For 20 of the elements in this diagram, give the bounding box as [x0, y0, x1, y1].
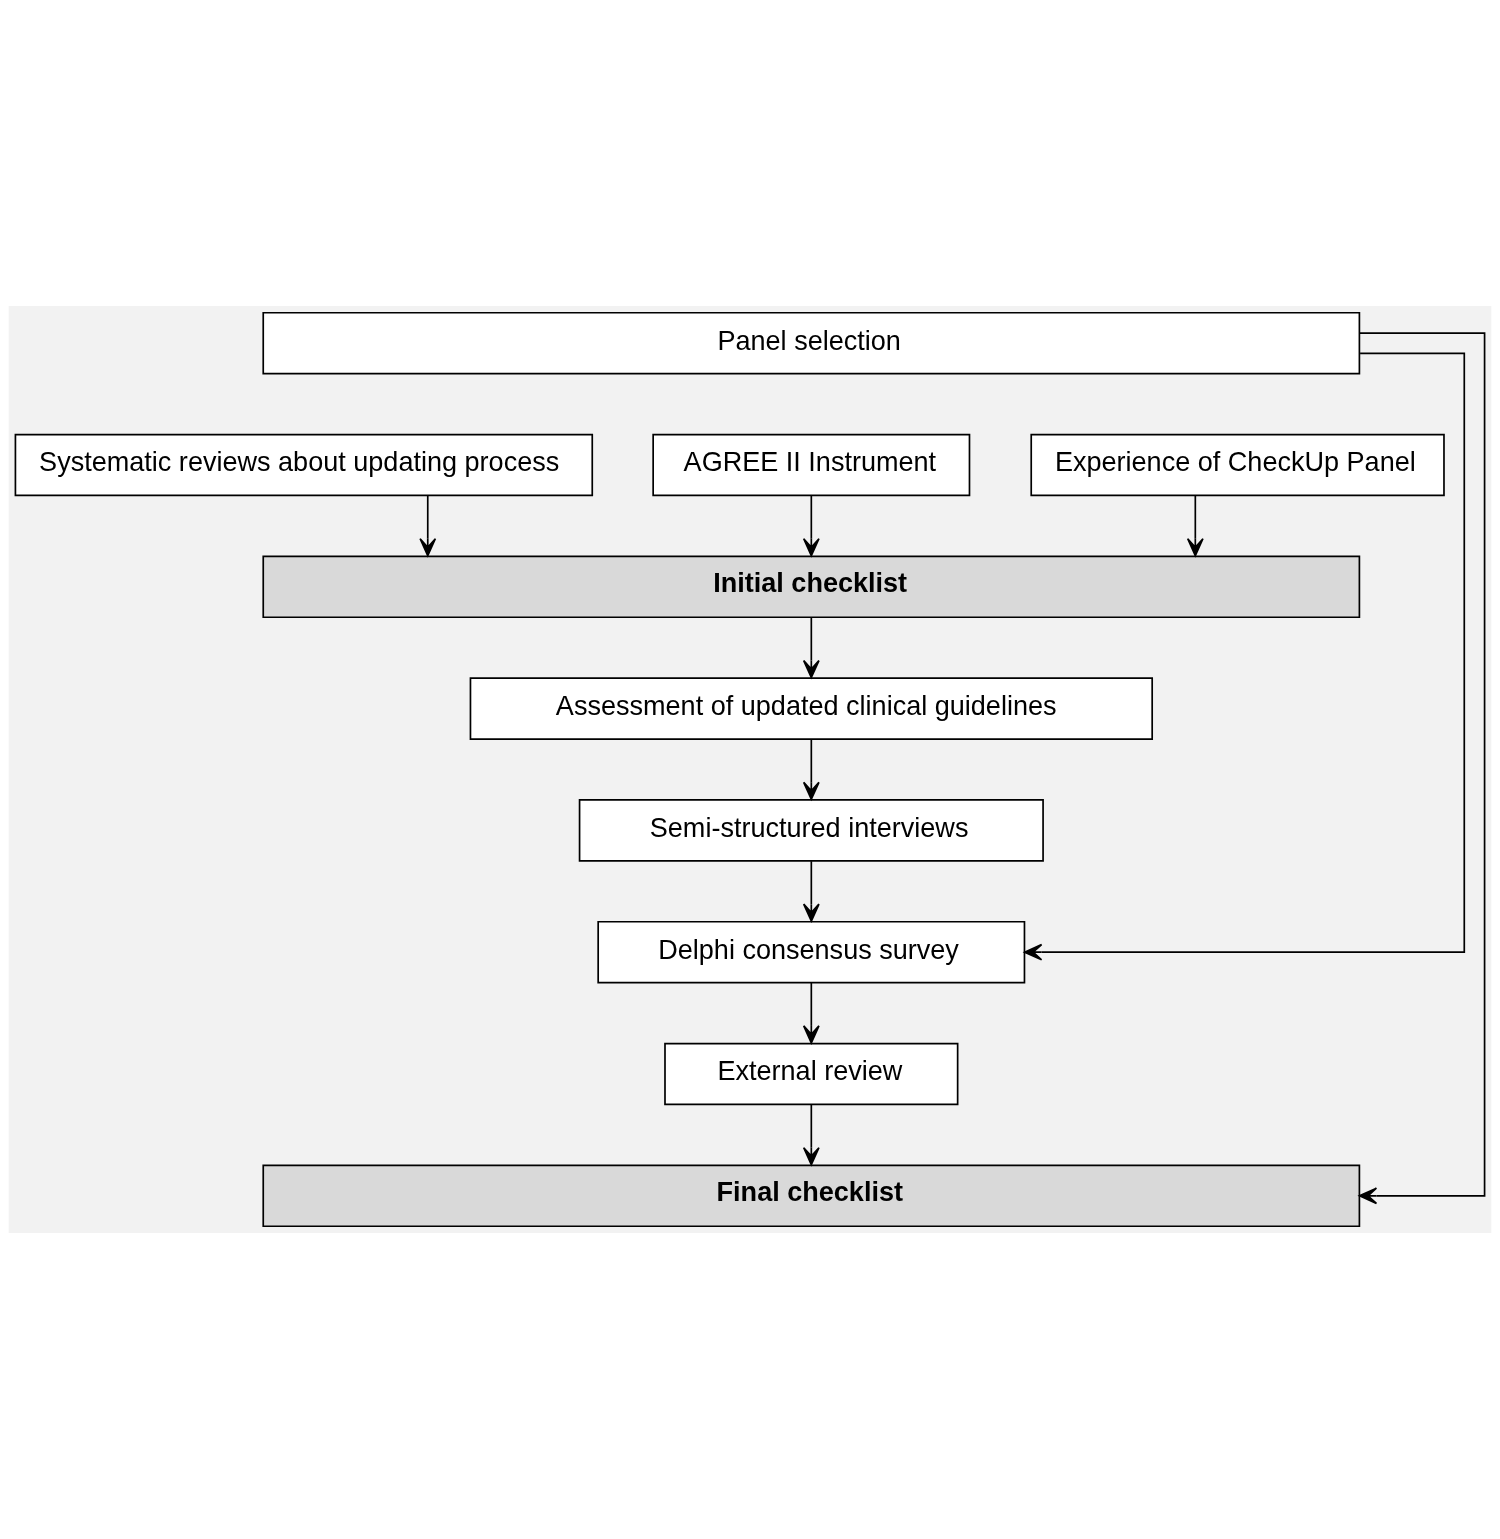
arrow	[1186, 494, 1204, 557]
arrow	[1358, 332, 1486, 1205]
node-box: Final checklist	[262, 1164, 1361, 1228]
node-box: Semi-structured interviews	[578, 799, 1044, 862]
arrow	[802, 1103, 820, 1166]
node-box: Experience of CheckUp Panel	[1030, 433, 1445, 497]
arrow	[802, 738, 820, 801]
node-box: Assessment of updated clinical guidelines	[469, 677, 1154, 740]
arrow	[802, 494, 820, 557]
node-box: Initial checklist	[262, 555, 1361, 619]
arrow	[802, 982, 820, 1044]
node-box: AGREE II Instrument	[652, 433, 971, 497]
node-box: Delphi consensus survey	[597, 920, 1026, 984]
node-box: Systematic reviews about updating process	[14, 433, 594, 497]
node-box: Panel selection	[262, 311, 1361, 375]
arrow	[1023, 352, 1466, 961]
node-box: External review	[664, 1042, 959, 1106]
arrow	[419, 494, 437, 557]
arrow	[802, 616, 820, 679]
arrow	[802, 860, 820, 922]
